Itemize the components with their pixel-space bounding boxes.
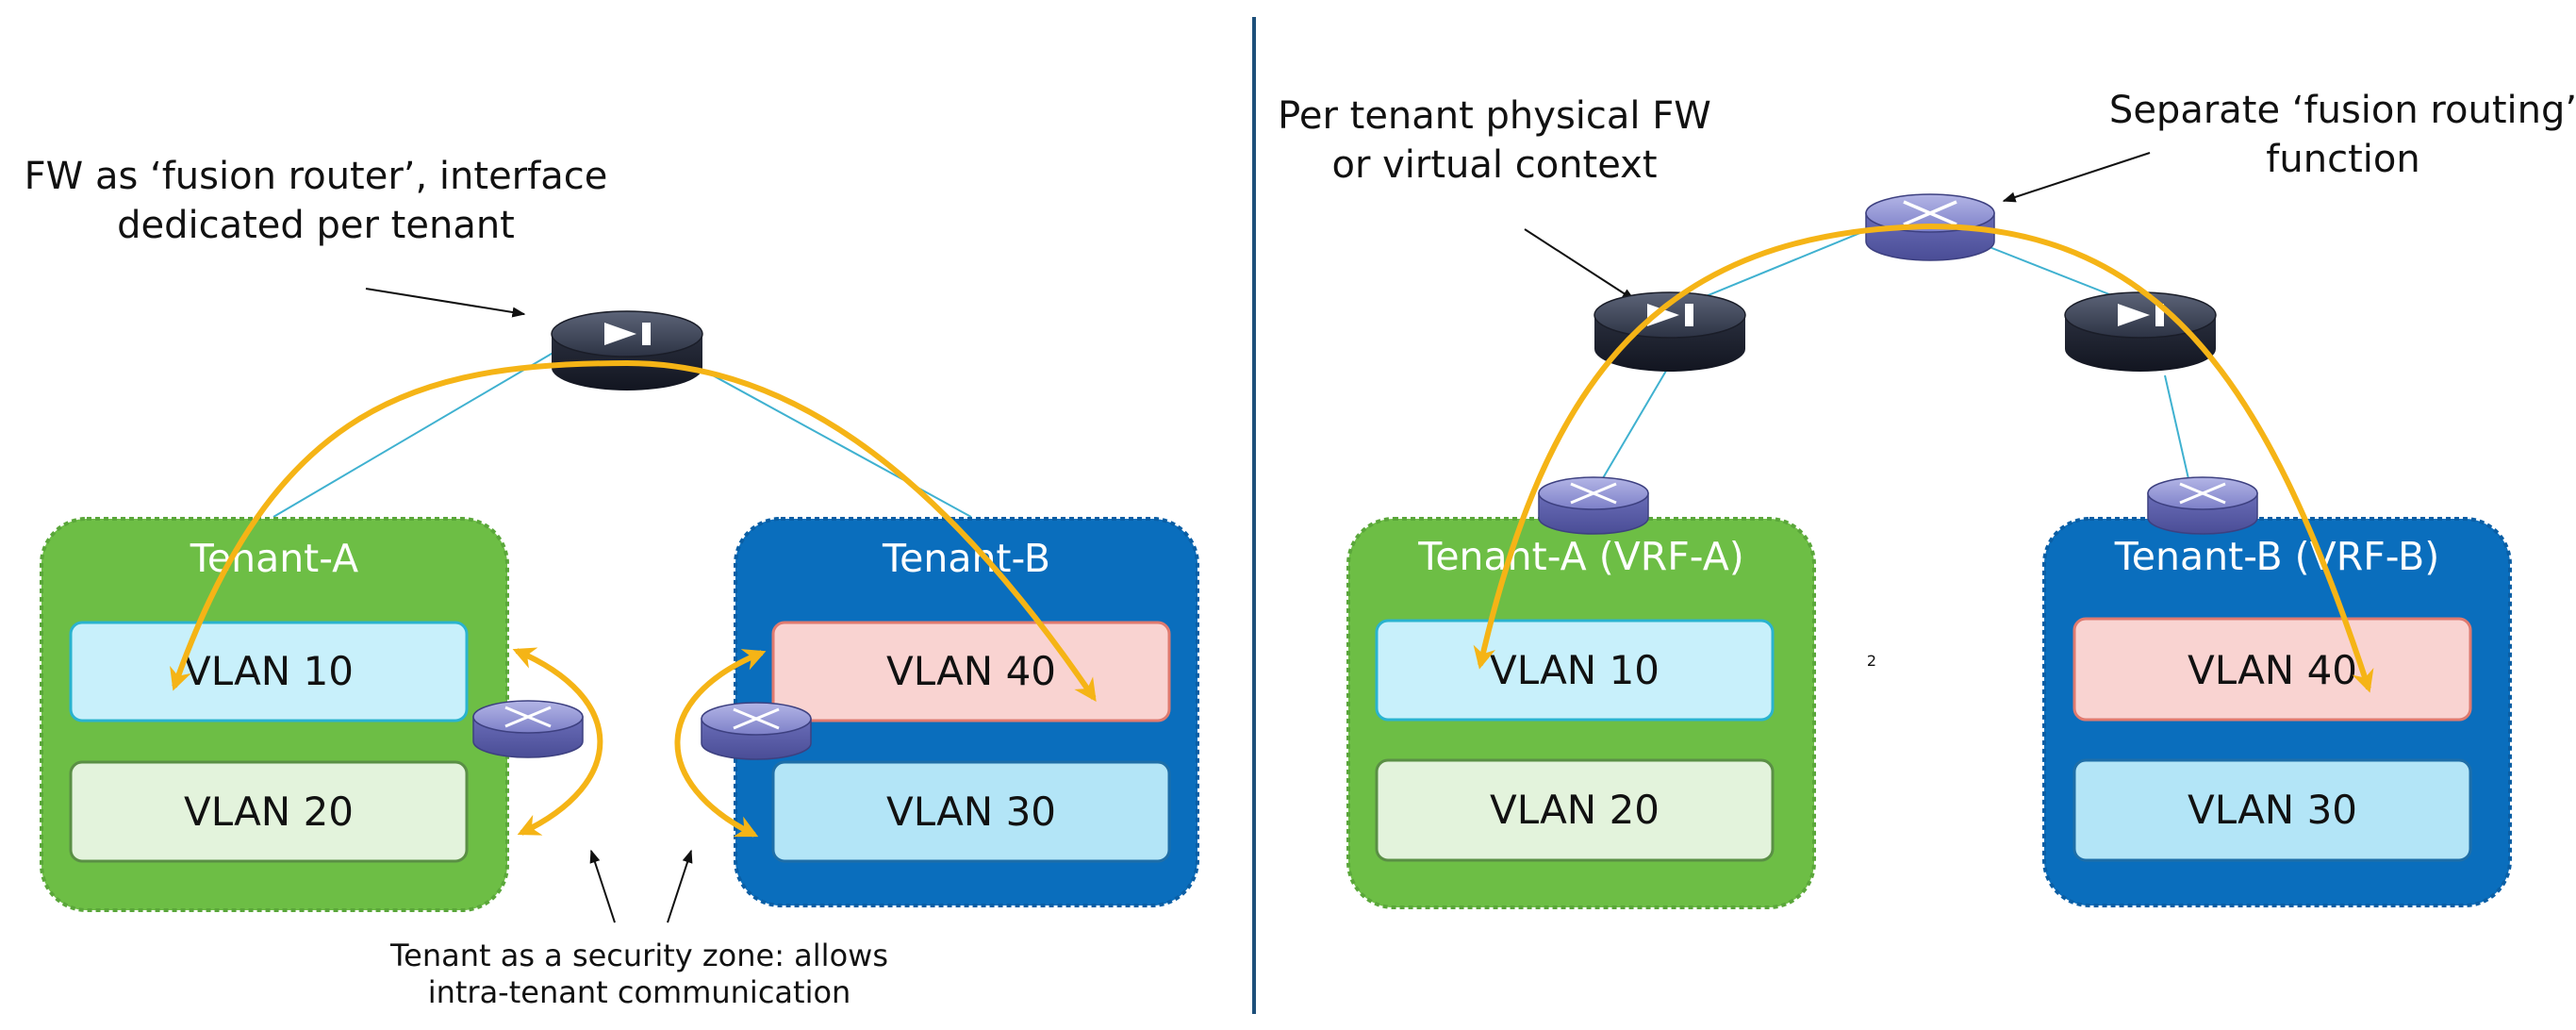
vlan-40-label: VLAN 40 — [2188, 647, 2357, 693]
vlan-30-label: VLAN 30 — [2188, 787, 2357, 833]
right-panel: Per tenant physical FW or virtual contex… — [1278, 89, 2576, 909]
left-title-line2: dedicated per tenant — [117, 204, 515, 247]
link-line — [1599, 365, 1670, 484]
vlan-10-label: VLAN 10 — [184, 648, 354, 694]
link-line — [702, 369, 972, 518]
vlan-20-box — [1375, 758, 1775, 862]
tenant-b-title: Tenant-B — [882, 536, 1050, 581]
fusion-label-line1: Separate ‘fusion routing’ — [2109, 89, 2576, 132]
router-icon — [1538, 476, 1649, 535]
vlan-40-label: VLAN 40 — [886, 648, 1056, 694]
tenant-a-box: Tenant-A VLAN 10 VLAN 20 — [40, 517, 509, 912]
router-icon — [701, 702, 812, 760]
fusion-label-line2: function — [2266, 138, 2419, 181]
vlan-30-box — [771, 760, 1171, 863]
vlan-30-box — [2072, 758, 2472, 862]
left-title-line1: FW as ‘fusion router’, interface — [25, 155, 608, 198]
fusion-label-pointer-arrow — [2002, 152, 2151, 203]
bottom-note-line1: Tenant as a security zone: allows — [389, 938, 888, 973]
fw-label-line2: or virtual context — [1332, 143, 1658, 187]
router-icon — [2147, 476, 2258, 535]
firewall-icon — [551, 310, 703, 390]
firewall-icon — [2064, 291, 2217, 372]
bottom-note-line2: intra-tenant communication — [428, 974, 851, 1010]
fw-label-pointer-arrow — [1524, 228, 1636, 301]
tenant-a-title: Tenant-A — [190, 536, 358, 581]
note-pointer-arrow — [589, 849, 616, 923]
firewall-icon — [1593, 291, 1746, 372]
vlan-20-label: VLAN 20 — [184, 789, 354, 835]
vlan-10-label: VLAN 10 — [1490, 647, 1660, 693]
router-icon — [472, 700, 584, 758]
note-pointer-arrow — [667, 849, 693, 923]
left-title-pointer-arrow — [365, 288, 526, 318]
link-line — [272, 350, 557, 518]
fw-label-line1: Per tenant physical FW — [1278, 94, 1711, 138]
link-line — [2164, 374, 2190, 484]
page-number: 2 — [1867, 652, 1876, 670]
traffic-path-arrow — [170, 359, 1097, 702]
traffic-path-arrow — [1473, 223, 2374, 693]
tenant-b-box: Tenant-B VLAN 40 VLAN 30 — [734, 517, 1199, 907]
vlan-20-box — [69, 760, 469, 863]
left-panel: FW as ‘fusion router’, interface dedicat… — [25, 155, 1199, 1010]
tenant-b-vrf-title: Tenant-B (VRF-B) — [2114, 534, 2440, 579]
tenant-b-vrf-box: Tenant-B (VRF-B) VLAN 40 VLAN 30 — [2042, 517, 2512, 907]
tenant-a-vrf-box: Tenant-A (VRF-A) VLAN 10 VLAN 20 — [1346, 517, 1816, 909]
vlan-30-label: VLAN 30 — [886, 789, 1056, 835]
vlan-20-label: VLAN 20 — [1490, 787, 1660, 833]
tenant-a-vrf-title: Tenant-A (VRF-A) — [1417, 534, 1744, 579]
